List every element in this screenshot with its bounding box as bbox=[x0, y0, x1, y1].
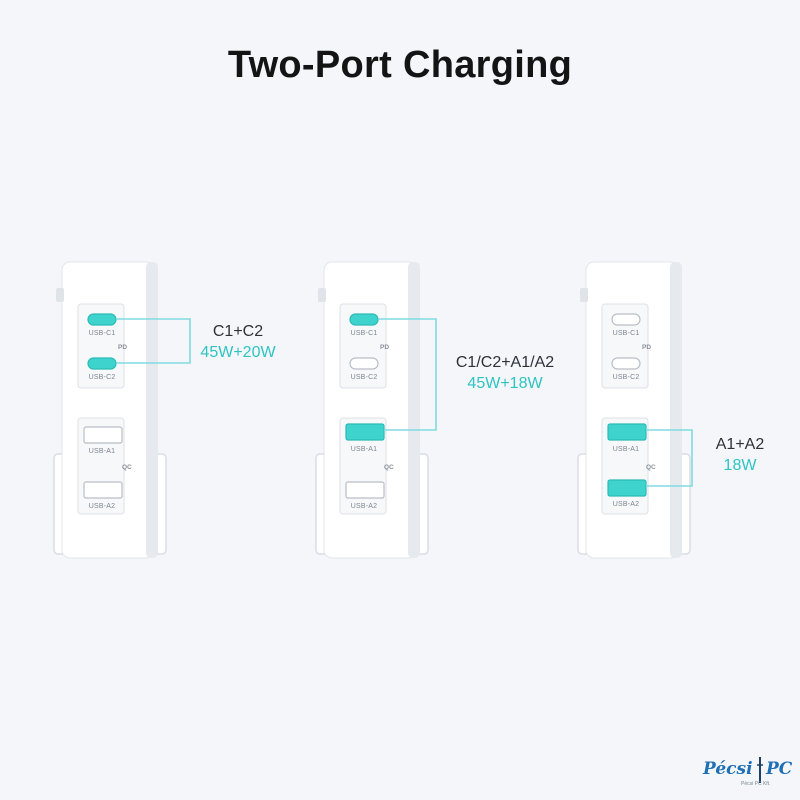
usb-a1-port bbox=[83, 426, 123, 444]
usb-c1-port bbox=[349, 313, 379, 326]
callout-mode: A1+A2 bbox=[715, 436, 765, 453]
usb-c2-label: USB-C2 bbox=[612, 374, 640, 381]
usb-a2-port bbox=[607, 479, 647, 497]
usb-a1-label: USB-A1 bbox=[88, 448, 116, 455]
pd-label: PD bbox=[380, 344, 390, 351]
charger-body bbox=[577, 261, 693, 559]
usb-a1-label: USB-A1 bbox=[612, 446, 640, 453]
usb-a2-port bbox=[83, 481, 123, 499]
usb-c2-label: USB-C2 bbox=[350, 374, 378, 381]
callout-mode: C1/C2+A1/A2 bbox=[455, 354, 555, 371]
charger-config-2: USB-C1 USB-C2 USB-A1 USB-A2 PD QC bbox=[314, 258, 474, 568]
callout-mode: C1+C2 bbox=[212, 323, 264, 340]
callout-power: 45W+18W bbox=[467, 375, 543, 392]
charger-body bbox=[53, 261, 191, 559]
pd-label: PD bbox=[642, 344, 652, 351]
usb-c1-port bbox=[611, 313, 641, 326]
usb-c2-label: USB-C2 bbox=[88, 374, 116, 381]
usb-a1-port bbox=[607, 423, 647, 441]
usb-c1-label: USB-C1 bbox=[88, 330, 116, 337]
qc-label: QC bbox=[122, 464, 132, 471]
usb-c2-port bbox=[611, 357, 641, 370]
usb-c1-port bbox=[87, 313, 117, 326]
usb-c2-port bbox=[349, 357, 379, 370]
usb-c1-label: USB-C1 bbox=[612, 330, 640, 337]
connection-bracket bbox=[116, 318, 191, 364]
qc-label: QC bbox=[384, 464, 394, 471]
pd-label: PD bbox=[118, 344, 128, 351]
callout-config-3: A1+A2 18W bbox=[700, 434, 780, 476]
charger-side bbox=[408, 262, 420, 558]
usb-c1-label: USB-C1 bbox=[350, 330, 378, 337]
logo-subtitle: Pécsi PC Kft. bbox=[741, 781, 771, 787]
logo-text-right: PC bbox=[766, 759, 793, 779]
connection-bracket bbox=[378, 318, 437, 431]
tower-icon bbox=[757, 757, 763, 783]
usb-a2-port bbox=[345, 481, 385, 499]
usb-a2-label: USB-A2 bbox=[612, 501, 640, 508]
usb-a2-label: USB-A2 bbox=[88, 503, 116, 510]
usb-a2-label: USB-A2 bbox=[350, 503, 378, 510]
brand-logo: Pécsi PC Pécsi PC Kft. bbox=[703, 757, 793, 793]
callout-config-1: C1+C2 45W+20W bbox=[188, 321, 288, 363]
page-title: Two-Port Charging bbox=[227, 44, 573, 86]
connection-bracket bbox=[646, 429, 693, 487]
charger-body bbox=[315, 261, 437, 559]
qc-label: QC bbox=[646, 464, 656, 471]
charger-config-1: USB-C1 USB-C2 USB-A1 USB-A2 PD QC bbox=[52, 258, 212, 568]
charger-config-3: USB-C1 USB-C2 USB-A1 USB-A2 PD QC bbox=[576, 258, 736, 568]
usb-c2-port bbox=[87, 357, 117, 370]
usb-a1-port bbox=[345, 423, 385, 441]
callout-power: 18W bbox=[723, 457, 757, 474]
usb-a1-label: USB-A1 bbox=[350, 446, 378, 453]
callout-power: 45W+20W bbox=[200, 344, 276, 361]
charger-side bbox=[670, 262, 682, 558]
callout-config-2: C1/C2+A1/A2 45W+18W bbox=[440, 352, 570, 394]
logo-text-left: Pécsi bbox=[703, 759, 753, 779]
charger-side bbox=[146, 262, 158, 558]
